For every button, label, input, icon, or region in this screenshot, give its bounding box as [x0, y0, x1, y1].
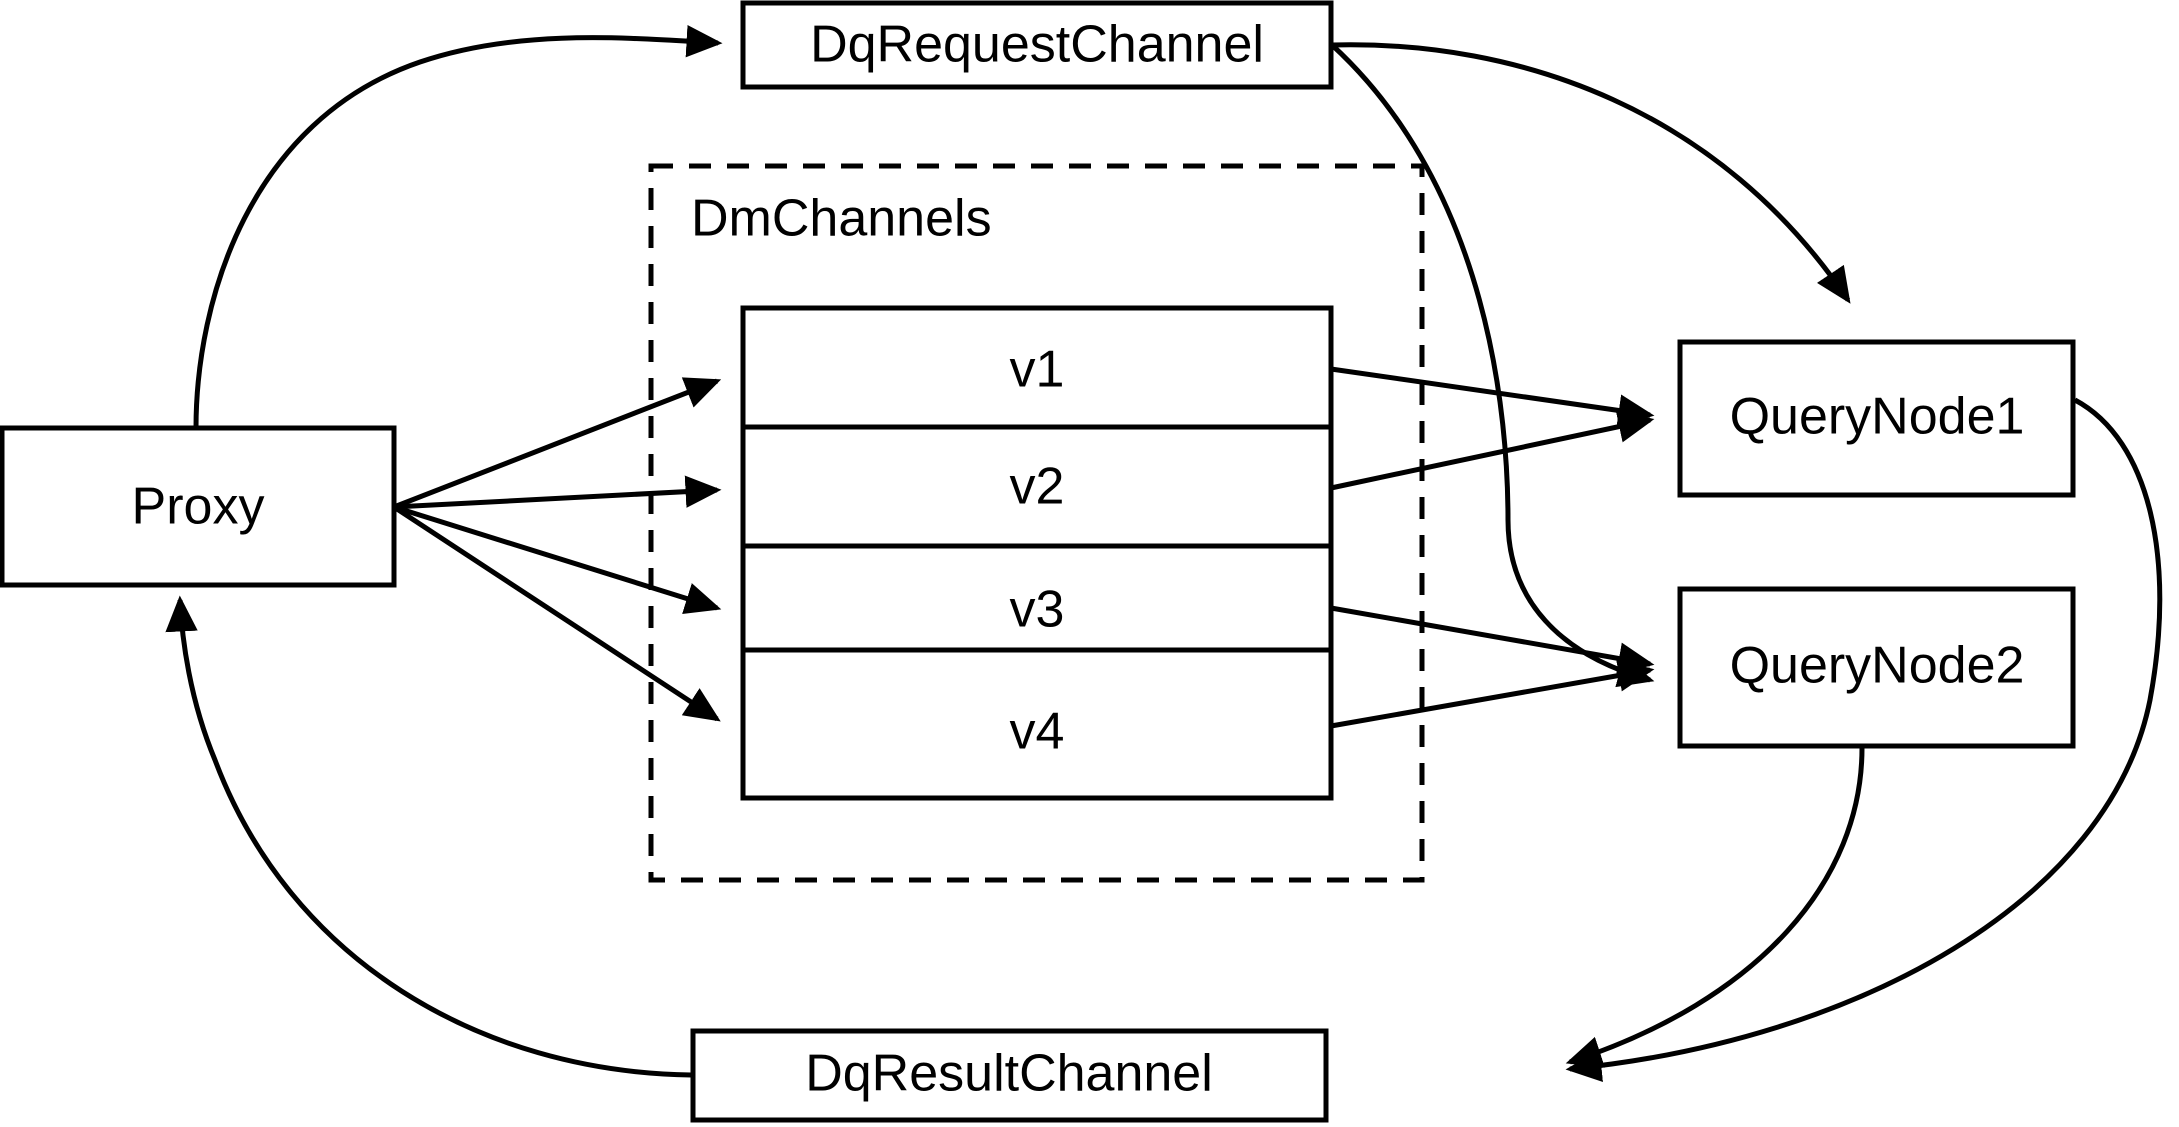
edge-dqrequestchannel-to-querynode2 [1330, 43, 1655, 688]
edge-proxy-to-dqrequestchannel [193, 25, 723, 429]
vchannel-stack-box [740, 305, 1334, 801]
node-dqresultchannel-box[interactable] [690, 1028, 1329, 1123]
edge-proxy-to-v2 [393, 475, 722, 510]
dmchannels-group-border [648, 163, 1425, 883]
edge-querynode2-to-dqresultchannel [1565, 747, 1865, 1068]
edge-v2-to-querynode1 [1330, 410, 1655, 491]
edge-dqrequestchannel-to-querynode1 [1331, 42, 1851, 304]
vchannel-label-v3: v3 [1010, 581, 1065, 639]
edge-v1-to-querynode1 [1330, 366, 1655, 427]
node-querynode1-box[interactable] [1677, 339, 2076, 498]
node-proxy-box[interactable] [0, 425, 397, 588]
edge-v4-to-querynode2 [1330, 659, 1655, 729]
vchannel-label-v1: v1 [1010, 341, 1065, 399]
node-dqrequestchannel-box[interactable] [740, 0, 1334, 90]
dmchannels-group-label: DmChannels [691, 190, 992, 248]
node-dqrequestchannel-label: DqRequestChannel [810, 16, 1264, 74]
edge-querynode1-to-dqresultchannel [1565, 397, 2163, 1082]
edge-proxy-to-v3 [393, 504, 722, 615]
node-querynode2-box[interactable] [1677, 586, 2076, 749]
edge-v3-to-querynode2 [1330, 605, 1655, 675]
edge-dqresultchannel-to-proxy [165, 595, 692, 1078]
vchannel-label-v2: v2 [1010, 458, 1065, 516]
vchannel-label-v4: v4 [1010, 703, 1065, 761]
node-querynode2-label: QueryNode2 [1730, 637, 2025, 695]
node-proxy-label: Proxy [132, 478, 265, 536]
edge-proxy-to-v4 [392, 504, 721, 722]
edge-proxy-to-v1 [393, 377, 722, 510]
node-querynode1-label: QueryNode1 [1730, 388, 2025, 446]
node-dqresultchannel-label: DqResultChannel [805, 1045, 1213, 1103]
